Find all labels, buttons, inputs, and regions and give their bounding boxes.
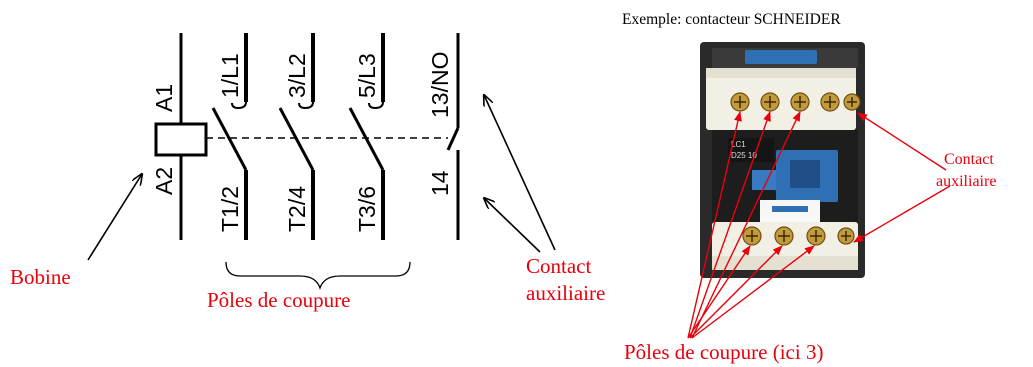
aux-arrow-lower: [484, 198, 541, 253]
pole-3-bottom-label: T3/6: [354, 186, 380, 232]
photo-pole-arrow-3: [691, 111, 801, 339]
aux-moving-contact: [446, 127, 460, 151]
contactor-photo-icon: LC1 D25 10: [700, 42, 865, 278]
device-model-line1: LC1: [731, 140, 746, 149]
bobine-arrow: [87, 174, 142, 261]
photo-aux-arrow-upper: [857, 112, 947, 171]
schematic-labels: A1 A2 1/L1 3/L2 5/L3 13/NO T1/2 T2/4 T3/…: [151, 52, 453, 232]
photo-arrows: [687, 111, 951, 339]
photo-contact-label-line1: Contact: [944, 151, 994, 168]
aux-bottom-label: 14: [427, 170, 453, 196]
photo-contact-label-line2: auxiliaire: [936, 173, 996, 190]
contact-aux-label-line2: auxiliaire: [526, 281, 605, 305]
coil-label-top: A1: [151, 84, 177, 112]
schematic-annotations: Bobine Pôles de coupure Contact auxiliai…: [10, 254, 605, 312]
pole-2-fixed-contact-hook: [298, 101, 314, 110]
pole-1-moving-contact: [211, 107, 248, 171]
photo-pole-arrow-4: [687, 245, 751, 339]
aux-top-label: 13/NO: [427, 52, 453, 118]
photo-pole-arrow-5: [689, 245, 783, 339]
bobine-label: Bobine: [10, 265, 71, 289]
pole-3-fixed-contact-hook: [368, 101, 384, 110]
photo-pole-arrow-2: [689, 111, 771, 339]
pole-1-top-label: 1/L1: [217, 53, 243, 98]
pole-2-top-label: 3/L2: [284, 53, 310, 98]
coil-label-bottom: A2: [151, 167, 177, 195]
photo-poles-label: Pôles de coupure (ici 3): [624, 340, 823, 364]
photo-aux-arrow-lower: [853, 185, 951, 243]
device-model-line2: D25 10: [731, 151, 757, 160]
photo-pole-arrow-6: [691, 245, 815, 339]
aux-arrow-upper: [484, 95, 556, 251]
poles-brace: [225, 261, 411, 291]
pole-1-fixed-contact-hook: [231, 101, 247, 110]
pole-2-bottom-label: T2/4: [284, 186, 310, 232]
photo-caption: Exemple: contacteur SCHNEIDER: [622, 11, 841, 28]
contact-aux-label-line1: Contact: [526, 254, 591, 278]
poles-coupure-label: Pôles de coupure: [207, 288, 350, 312]
pole-1-bottom-label: T1/2: [217, 186, 243, 232]
schematic: [87, 33, 556, 291]
pole-3: [348, 33, 385, 240]
pole-3-moving-contact: [348, 107, 385, 171]
pole-3-top-label: 5/L3: [354, 53, 380, 98]
photo-annotations: Contact auxiliaire Pôles de coupure (ici…: [624, 151, 996, 364]
pole-1: [211, 33, 248, 240]
coil-symbol: [154, 122, 208, 157]
photo-pole-arrow-1: [687, 111, 742, 339]
aux-contact: [446, 33, 460, 240]
pole-2: [278, 33, 315, 240]
pole-2-moving-contact: [278, 107, 315, 171]
